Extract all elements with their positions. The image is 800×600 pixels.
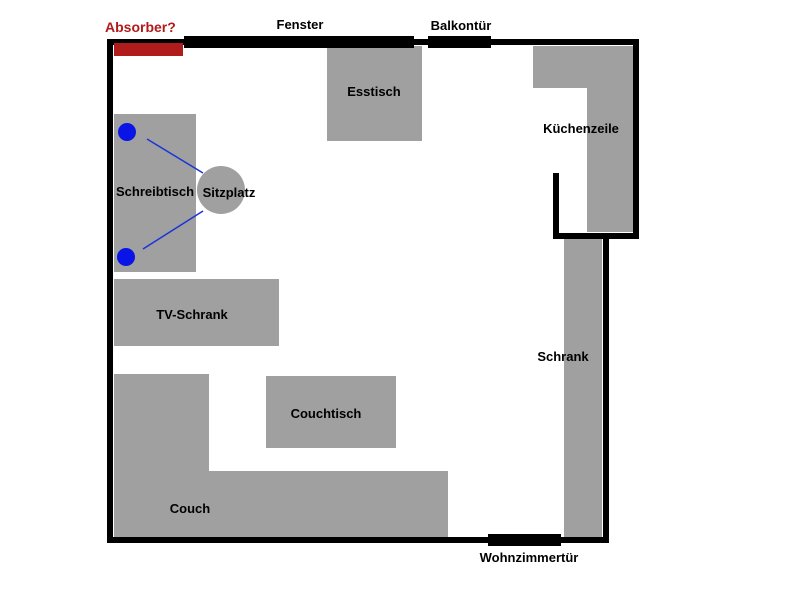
wohnzimmertuer-shape <box>488 534 561 546</box>
speaker-bottom-icon <box>117 248 135 266</box>
kuechenzeile-shape <box>533 46 633 232</box>
sitzplatz-shape <box>197 166 245 214</box>
couchtisch-shape <box>266 376 396 448</box>
wall-outer <box>107 39 609 543</box>
wohnzimmertuer-label: Wohnzimmertür <box>480 550 579 565</box>
couch-label: Couch <box>170 501 211 516</box>
schrank-label: Schrank <box>537 349 589 364</box>
esstisch-shape <box>327 46 422 141</box>
balkontuer-label: Balkontür <box>431 18 492 33</box>
fenster-label: Fenster <box>277 17 324 32</box>
tv-schrank-label: TV-Schrank <box>156 307 228 322</box>
balkontuer-shape <box>428 36 491 48</box>
kuechenzeile-label: Küchenzeile <box>543 121 619 136</box>
fenster-shape <box>184 36 414 48</box>
absorber-shape <box>114 43 183 56</box>
couch-shape <box>114 374 448 537</box>
speaker-top-icon <box>118 123 136 141</box>
tv-schrank-shape <box>114 279 279 346</box>
esstisch-label: Esstisch <box>347 84 401 99</box>
speaker-line-bottom <box>142 210 204 250</box>
absorber-label: Absorber? <box>105 19 176 35</box>
couchtisch-label: Couchtisch <box>291 406 362 421</box>
sitzplatz-label: Sitzplatz <box>203 185 256 200</box>
schreibtisch-label: Schreibtisch <box>116 184 194 199</box>
schrank-shape <box>564 238 602 537</box>
speaker-line-top <box>146 138 204 174</box>
